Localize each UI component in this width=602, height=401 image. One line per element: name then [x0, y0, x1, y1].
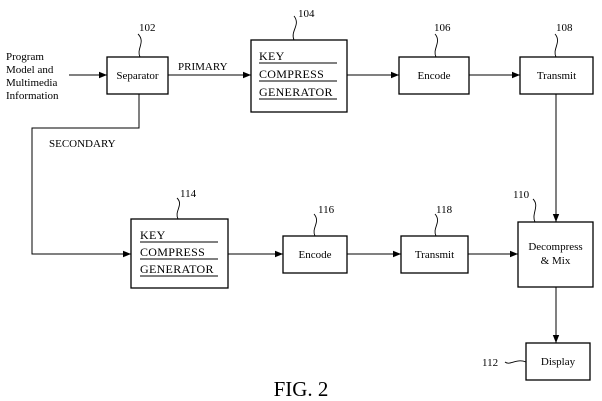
transmit-top-block: Transmit	[519, 56, 594, 95]
ref-leader-116	[313, 213, 317, 237]
key-compress-generator-bottom-block: KEY COMPRESS GENERATOR	[130, 218, 229, 289]
display-label: Display	[541, 356, 576, 368]
ref-106: 106	[434, 22, 451, 34]
ref-leader-104	[292, 15, 297, 41]
figure-caption: FIG. 2	[274, 377, 329, 401]
decompress-mix-block: Decompress & Mix	[517, 221, 594, 288]
key-compress-generator-top-block: KEY COMPRESS GENERATOR	[250, 39, 348, 113]
ref-leader-112	[504, 360, 527, 364]
keygen-bottom-line-2: COMPRESS	[140, 245, 205, 259]
display-block: Display	[525, 342, 591, 381]
encode-top-label: Encode	[418, 70, 451, 82]
secondary-label: SECONDARY	[49, 138, 116, 150]
ref-110: 110	[513, 189, 530, 201]
ref-114: 114	[180, 188, 197, 200]
ref-108: 108	[556, 22, 573, 34]
primary-label: PRIMARY	[178, 61, 228, 73]
keygen-bottom-line-1: KEY	[140, 228, 166, 242]
input-label-line-3: Multimedia	[6, 77, 57, 89]
transmit-bottom-block: Transmit	[400, 235, 469, 274]
ref-leader-102	[137, 33, 142, 58]
keygen-bottom-line-3: GENERATOR	[140, 262, 214, 276]
keygen-top-line-3: GENERATOR	[259, 85, 333, 99]
ref-leader-108	[554, 33, 558, 58]
ref-118: 118	[436, 204, 453, 216]
transmit-top-label: Transmit	[537, 70, 576, 82]
separator-block: Separator	[106, 56, 169, 95]
ref-102: 102	[139, 22, 156, 34]
keygen-top-line-1: KEY	[259, 49, 285, 63]
decompress-mix-line-2: & Mix	[541, 255, 571, 267]
keygen-top-line-2: COMPRESS	[259, 67, 324, 81]
input-label-line-4: Information	[6, 90, 59, 102]
ref-leader-110	[532, 198, 537, 223]
ref-104: 104	[298, 8, 315, 20]
encode-bottom-block: Encode	[282, 235, 348, 274]
ref-leader-118	[434, 213, 438, 237]
ref-leader-114	[176, 197, 180, 220]
encode-bottom-label: Encode	[299, 249, 332, 261]
decompress-mix-line-1: Decompress	[528, 241, 582, 253]
transmit-bottom-label: Transmit	[415, 249, 454, 261]
encode-top-block: Encode	[398, 56, 470, 95]
input-label: Program Model and Multimedia Information	[6, 51, 59, 102]
ref-112: 112	[482, 357, 498, 369]
input-label-line-2: Model and	[6, 64, 54, 76]
ref-leader-106	[434, 33, 438, 58]
input-label-line-1: Program	[6, 51, 44, 63]
ref-116: 116	[318, 204, 335, 216]
separator-label: Separator	[116, 70, 158, 82]
arrow-separator-to-keygen-bottom	[31, 94, 140, 258]
